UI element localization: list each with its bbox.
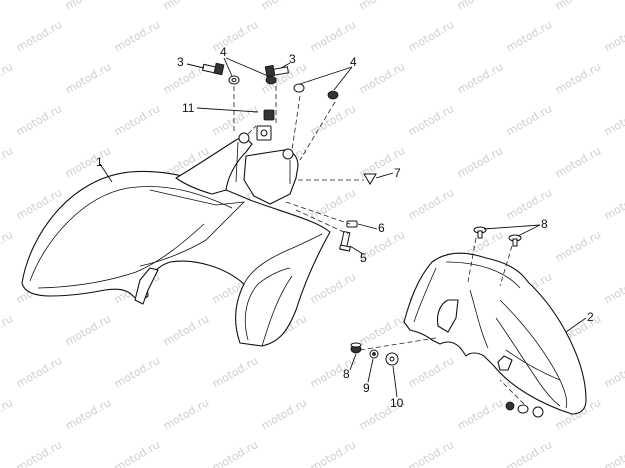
watermark-text: motod.ru: [63, 0, 113, 13]
callout-4-right: 4: [350, 55, 357, 69]
watermark-text: motod.ru: [308, 438, 358, 468]
watermark-text: motod.ru: [112, 438, 162, 468]
rivet-7: [363, 173, 377, 185]
watermark-text: motod.ru: [553, 228, 603, 264]
watermark-text: motod.ru: [63, 60, 113, 96]
screw-8-top: [473, 226, 522, 247]
watermark-text: motod.ru: [0, 144, 15, 180]
watermark-text: motod.ru: [357, 0, 407, 13]
watermark-text: motod.ru: [553, 60, 603, 96]
assembly-dashed-lines: [233, 78, 525, 405]
callout-2: 2: [587, 310, 594, 324]
washer-4-right: [293, 83, 339, 100]
callout-7: 7: [394, 166, 401, 180]
watermark-text: motod.ru: [0, 312, 15, 348]
watermark-text: motod.ru: [14, 18, 64, 54]
watermark-text: motod.ru: [259, 396, 309, 432]
washer-9: [369, 349, 379, 359]
callout-3-center: 3: [289, 52, 296, 66]
watermark-text: motod.ru: [406, 438, 456, 468]
watermark-text: motod.ru: [0, 60, 15, 96]
bolt-5: [339, 230, 351, 252]
watermark-text: motod.ru: [406, 18, 456, 54]
watermark-text: motod.ru: [602, 18, 625, 54]
watermark-text: motod.ru: [406, 354, 456, 390]
front-fender-part-1: [21, 132, 331, 347]
callout-4-left: 4: [220, 45, 227, 59]
watermark-text: motod.ru: [210, 102, 260, 138]
watermark-text: motod.ru: [63, 396, 113, 432]
watermark-text: motod.ru: [602, 270, 625, 306]
watermark-text: motod.ru: [455, 144, 505, 180]
watermark-text: motod.ru: [210, 438, 260, 468]
watermark-text: motod.ru: [161, 0, 211, 13]
watermark-text: motod.ru: [63, 144, 113, 180]
watermark-text: motod.ru: [210, 18, 260, 54]
clip-nut-11: [256, 109, 275, 141]
watermark-text: motod.ru: [112, 18, 162, 54]
watermark-text: motod.ru: [455, 396, 505, 432]
callout-6: 6: [378, 221, 385, 235]
watermark-text: motod.ru: [504, 438, 554, 468]
nut-10: [385, 352, 399, 366]
watermark-text: motod.ru: [259, 0, 309, 13]
callout-10: 10: [390, 396, 404, 410]
watermark-text: motod.ru: [210, 354, 260, 390]
watermark-text: motod.ru: [14, 438, 64, 468]
watermark-text: motod.ru: [602, 186, 625, 222]
watermark-text: motod.ru: [161, 312, 211, 348]
watermark-text: motod.ru: [14, 354, 64, 390]
washer-4-center: [265, 75, 277, 85]
watermark-text: motod.ru: [308, 354, 358, 390]
callout-11: 11: [182, 101, 195, 115]
callout-9: 9: [363, 381, 370, 395]
callout-8-bottom: 8: [343, 367, 350, 381]
leader-lines: [99, 57, 587, 398]
callout-labels: 1 2 3 3 4 4 5 6 7 8 8 9 10 11: [96, 45, 594, 410]
watermark-text: motod.ru: [308, 18, 358, 54]
watermark-text: motod.ru: [357, 312, 407, 348]
watermark-text: motod.ru: [161, 396, 211, 432]
watermark-text: motod.ru: [553, 0, 603, 13]
watermark-text: motod.ru: [455, 0, 505, 13]
watermark-text: motod.ru: [14, 102, 64, 138]
watermark-text: motod.ru: [0, 0, 15, 13]
callout-5: 5: [360, 251, 367, 265]
watermark-text: motod.ru: [504, 102, 554, 138]
watermark-text: motod.ru: [504, 18, 554, 54]
rear-mudguard-part-2: [403, 252, 587, 415]
watermark-text: motod.ru: [602, 102, 625, 138]
fastener-set-bottom-right: [505, 401, 544, 418]
watermark-text: motod.ru: [308, 270, 358, 306]
watermark-text: motod.ru: [0, 228, 15, 264]
callout-3-left: 3: [177, 55, 184, 69]
watermark-text: motod.ru: [0, 396, 15, 432]
bolt-3-left: [201, 62, 225, 76]
watermark-text: motod.ru: [112, 354, 162, 390]
watermark-text: motod.ru: [406, 102, 456, 138]
washer-4-left: [228, 75, 240, 85]
watermark-text: motod.ru: [112, 102, 162, 138]
watermark-text: motod.ru: [308, 102, 358, 138]
watermark-text: motod.ru: [308, 186, 358, 222]
watermark-text: motod.ru: [455, 60, 505, 96]
watermark-text: motod.ru: [602, 438, 625, 468]
watermark-text: motod.ru: [602, 354, 625, 390]
clip-6: [346, 220, 358, 228]
watermark-text: motod.ru: [63, 312, 113, 348]
watermark-text: motod.ru: [357, 60, 407, 96]
screw-8-bottom: [350, 342, 362, 354]
callout-1: 1: [96, 155, 103, 169]
watermark-text: motod.ru: [406, 186, 456, 222]
callout-8-top: 8: [541, 217, 548, 231]
watermark-text: motod.ru: [553, 144, 603, 180]
